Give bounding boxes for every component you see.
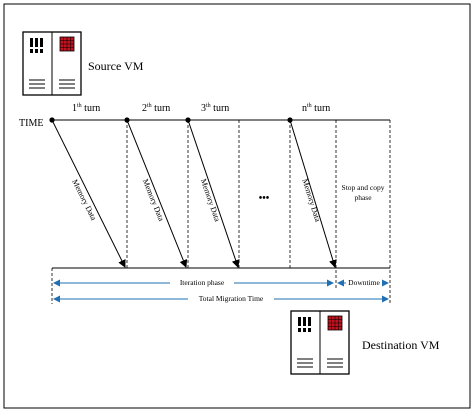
memory-data-label-n: Memory Data — [300, 178, 322, 224]
turn-label-1: 1th turn — [72, 103, 100, 114]
turn-label-3: 3th turn — [201, 103, 229, 114]
ellipsis: ••• — [259, 193, 270, 204]
iteration-label-bg — [170, 278, 234, 287]
source-server-icon — [22, 31, 82, 96]
time-label: TIME — [19, 118, 43, 129]
total-migration-label: Total Migration Time — [199, 294, 264, 303]
turn-label-2: 2th turn — [142, 103, 170, 114]
destination-vm-label: Destination VM — [362, 338, 440, 352]
iteration-phase-label: Iteration phase — [180, 278, 225, 287]
total-label-bg — [188, 294, 274, 303]
memory-data-label-3: Memory Data — [199, 178, 222, 224]
downtime-label-bg — [346, 278, 382, 287]
memory-data-arrows — [51, 119, 337, 268]
stop-copy-line-2: phase — [354, 193, 372, 202]
turn-label-n: nth turn — [302, 103, 330, 114]
downtime-label: Downtime — [348, 278, 380, 287]
figure-border — [3, 3, 471, 409]
turn-separators — [51, 120, 391, 304]
memory-arrow-1 — [51, 119, 126, 268]
memory-arrow-n — [289, 119, 337, 268]
memory-arrow-2 — [126, 119, 188, 268]
stop-copy-line-1: Stop and copy — [342, 183, 385, 192]
destination-server-icon — [290, 310, 350, 375]
source-vm-label: Source VM — [88, 59, 144, 73]
memory-arrow-3 — [187, 119, 240, 268]
